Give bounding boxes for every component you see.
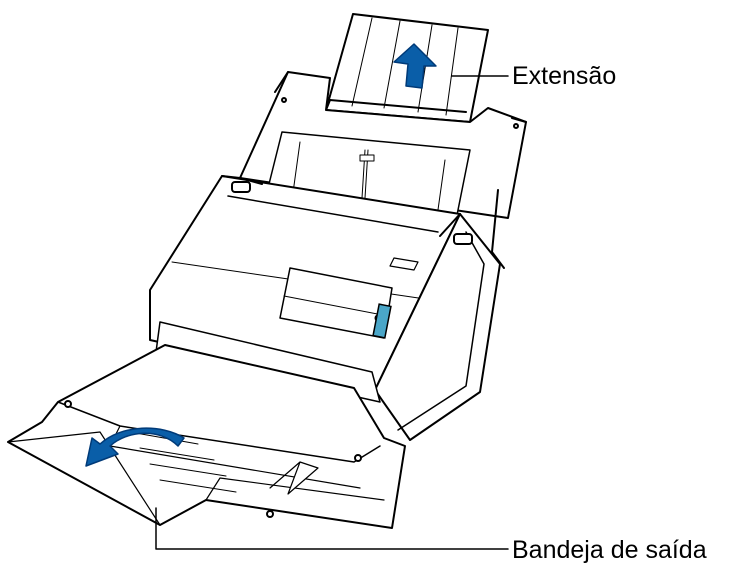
arrow-up-icon xyxy=(393,43,437,89)
tray-leader-line xyxy=(155,507,509,550)
output-tray-panel xyxy=(7,344,406,529)
status-led xyxy=(372,303,392,339)
extension-label: Extensão xyxy=(512,62,617,90)
curved-arrow-left-icon xyxy=(85,427,185,467)
output-tray-label: Bandeja de saída xyxy=(512,536,707,564)
